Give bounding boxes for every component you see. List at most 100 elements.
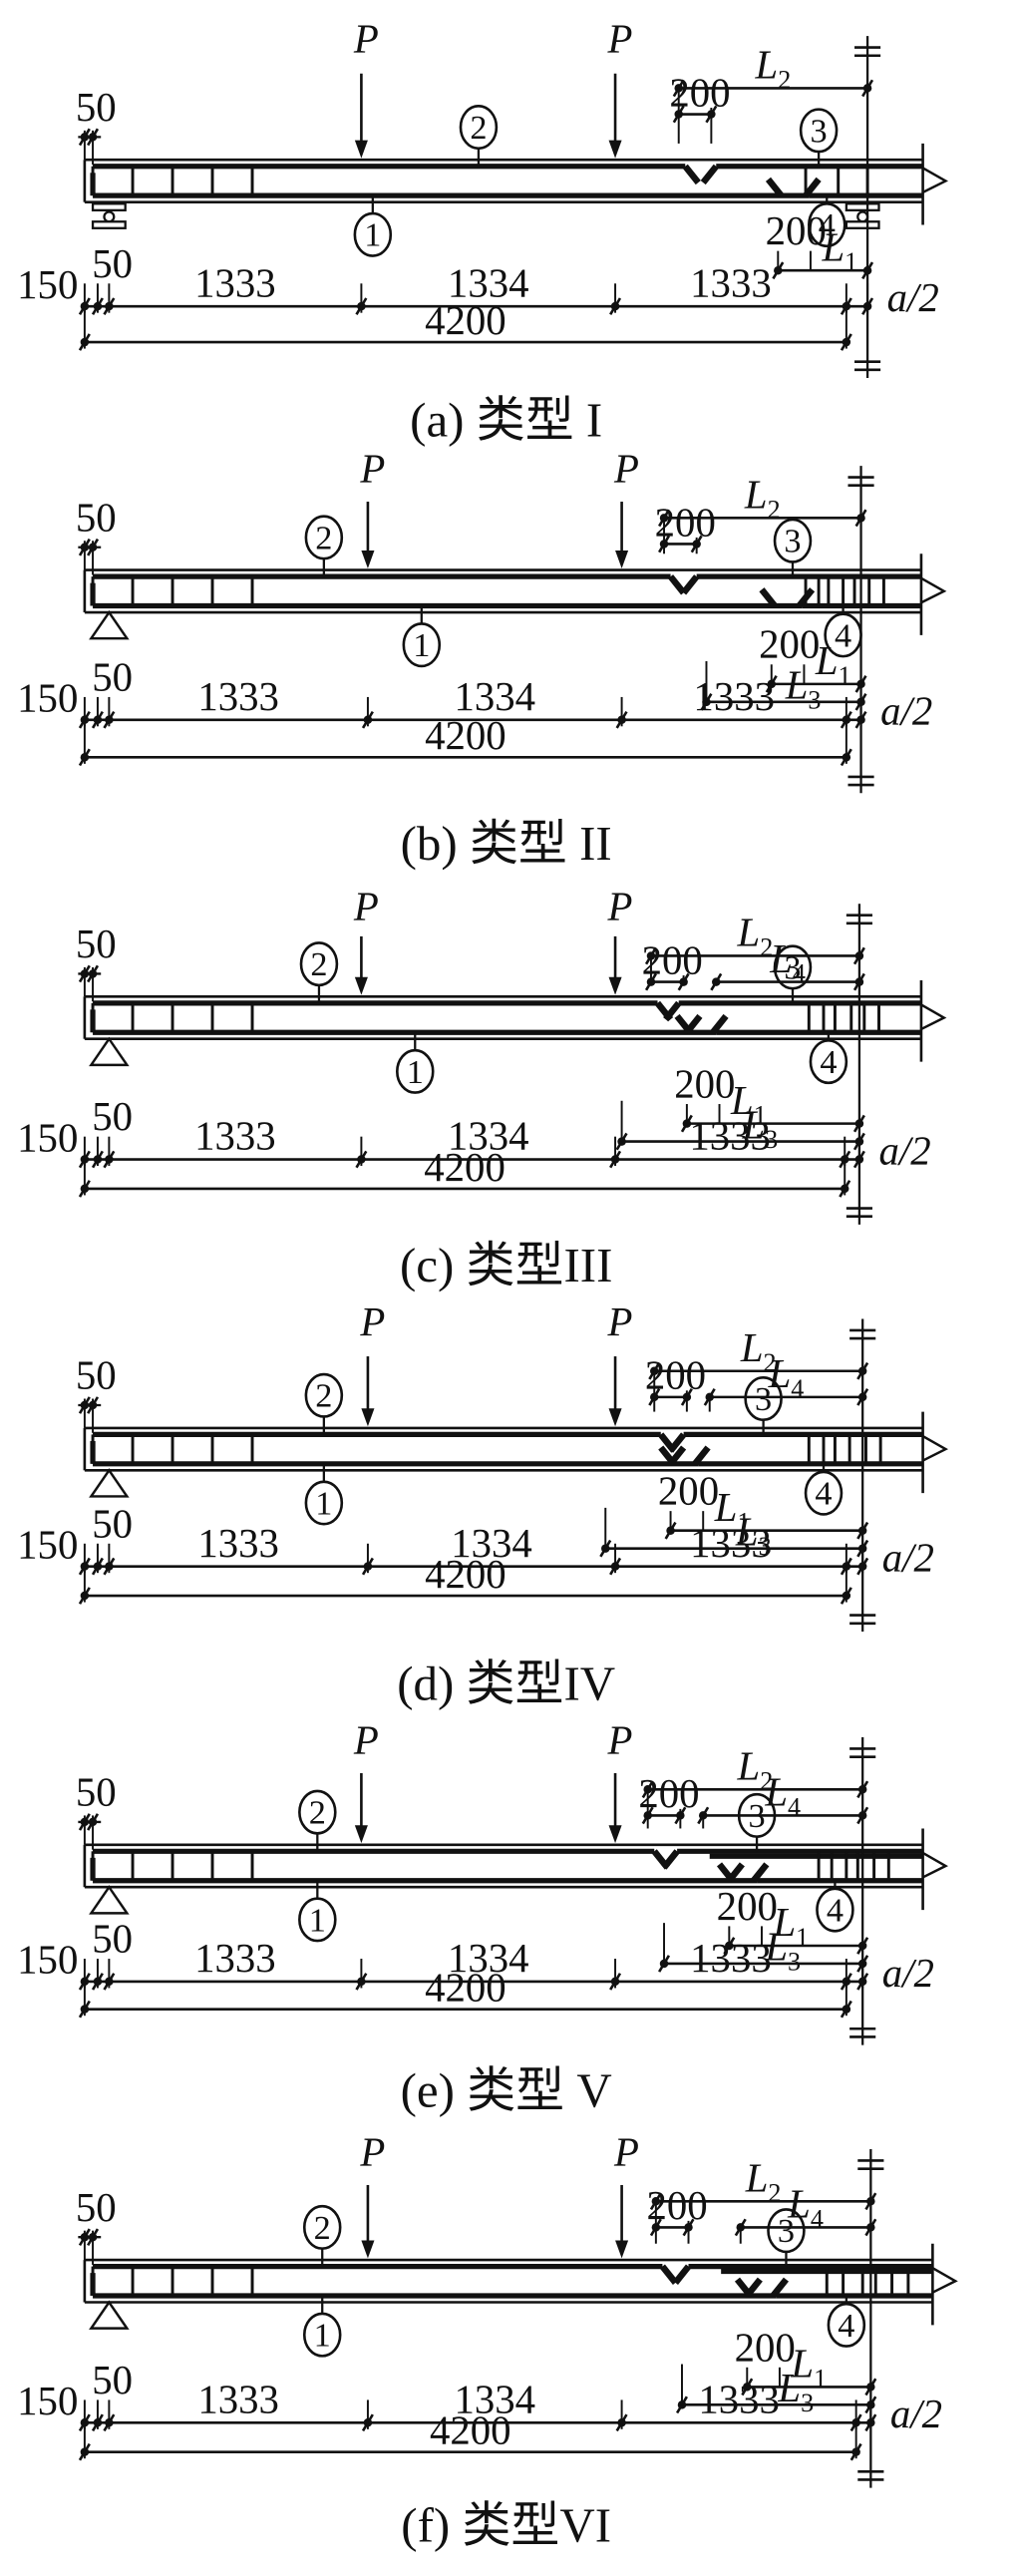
label-main: L bbox=[740, 1325, 764, 1370]
cover-dimension: 50 bbox=[76, 921, 117, 1002]
bar-hook bbox=[765, 177, 785, 198]
bar-hook bbox=[734, 2277, 754, 2299]
support-roller bbox=[103, 210, 116, 223]
rebar-mark-circle bbox=[304, 1372, 344, 1418]
rebar-mark-circle bbox=[353, 211, 393, 257]
support-pin-triangle bbox=[89, 1885, 130, 1915]
label-subscript: 2 bbox=[768, 2178, 781, 2207]
dim-1333-left: 1333 bbox=[194, 1114, 276, 1159]
support-base bbox=[91, 220, 127, 229]
load-label: P bbox=[359, 2129, 385, 2174]
label-L1: L1 bbox=[772, 1900, 809, 1952]
dim-150: 150 bbox=[17, 1938, 78, 1983]
load-label: P bbox=[353, 16, 379, 61]
rebar-mark-circle bbox=[767, 2208, 806, 2254]
rebar-mark-circle bbox=[304, 1480, 344, 1526]
support-plate bbox=[91, 202, 127, 211]
load-label: P bbox=[359, 1299, 385, 1344]
label-subscript: 3 bbox=[801, 2389, 814, 2417]
dim-1333-right: 1333 bbox=[690, 260, 772, 305]
rebar-mark-1: 1 bbox=[304, 1463, 344, 1526]
dim-4200: 4200 bbox=[425, 1552, 507, 1597]
label-main: L bbox=[815, 638, 839, 683]
dim-150: 150 bbox=[17, 676, 78, 721]
dimension-tick-slash bbox=[856, 1780, 869, 1799]
support-pin-triangle bbox=[89, 1036, 130, 1067]
rebar-mark-circle bbox=[396, 1048, 435, 1094]
bar-hook bbox=[672, 2264, 692, 2285]
stirrups bbox=[91, 1002, 880, 1033]
rebar-mark-circle bbox=[744, 1375, 783, 1422]
label-subscript: 4 bbox=[788, 1792, 801, 1821]
support-triangle bbox=[89, 1885, 130, 1915]
beam bbox=[83, 553, 947, 635]
load-arrow-2: P bbox=[606, 1299, 632, 1427]
dim-1333-right: 1333 bbox=[698, 2378, 780, 2422]
dim-a-half: a/2 bbox=[882, 1951, 934, 1996]
label-main: L bbox=[745, 2155, 769, 2200]
dim-200-top: 200 bbox=[638, 1771, 699, 1816]
bar-hook bbox=[674, 1013, 693, 1035]
load-arrow-2: P bbox=[613, 446, 639, 568]
dim-50-top: 50 bbox=[76, 1770, 117, 1815]
load-arrow-1: P bbox=[359, 2129, 385, 2259]
dim-50-top: 50 bbox=[76, 921, 117, 966]
dim-50-top: 50 bbox=[76, 1353, 117, 1398]
dimension-tick-slash bbox=[856, 1521, 869, 1540]
dim-1334: 1334 bbox=[448, 260, 529, 305]
label-L1: L1 bbox=[714, 1485, 751, 1537]
dim-50-lower: 50 bbox=[92, 1501, 133, 1546]
label-subscript: 1 bbox=[814, 2364, 827, 2392]
load-arrow-1: P bbox=[359, 1299, 385, 1427]
support-triangle bbox=[89, 2300, 130, 2330]
label-main: L bbox=[785, 663, 809, 708]
rebar-mark-number: 2 bbox=[314, 2209, 331, 2247]
dim-1333-right: 1333 bbox=[690, 1936, 772, 1981]
dim-50-top: 50 bbox=[76, 85, 117, 130]
rebar-mark-number: 3 bbox=[784, 948, 801, 986]
dim-1334: 1334 bbox=[454, 674, 535, 719]
break-zigzag bbox=[921, 1434, 949, 1462]
label-subscript: 1 bbox=[737, 1508, 750, 1537]
label-L2: L2 bbox=[737, 911, 774, 962]
load-arrow-2: P bbox=[613, 2129, 639, 2259]
dim-200-bottom: 200 bbox=[658, 1469, 719, 1514]
load-arrowhead bbox=[608, 140, 622, 159]
dimension-tick-slash bbox=[677, 972, 690, 991]
dim-1333-right: 1333 bbox=[690, 1521, 772, 1566]
rebar-mark-circle bbox=[799, 108, 839, 154]
bar-hook bbox=[658, 1445, 677, 1466]
cover-dimension: 50 bbox=[76, 85, 117, 166]
label-L4: L4 bbox=[768, 1351, 805, 1403]
rebar-mark-2: 2 bbox=[304, 515, 344, 577]
rebar-mark-circle bbox=[808, 201, 846, 248]
load-arrow-1: P bbox=[353, 885, 379, 995]
dim-4200: 4200 bbox=[424, 1145, 506, 1190]
label-subscript: 1 bbox=[796, 1923, 809, 1952]
label-main: L bbox=[772, 1900, 796, 1945]
dimension-tick-slash bbox=[856, 1806, 869, 1825]
dim-50-lower: 50 bbox=[92, 654, 133, 699]
dim-4200: 4200 bbox=[425, 713, 507, 758]
rebar-mark-circle bbox=[304, 515, 344, 560]
bar-hook bbox=[663, 1000, 682, 1022]
support-plate bbox=[845, 202, 880, 211]
dim-150: 150 bbox=[17, 1522, 78, 1567]
panel-caption: (a) 类型 I bbox=[410, 393, 602, 448]
label-L2: L2 bbox=[737, 1743, 774, 1795]
bar-hook bbox=[700, 164, 719, 185]
rebar-mark-number: 3 bbox=[778, 2212, 795, 2250]
label-L1: L1 bbox=[790, 2342, 827, 2393]
dim-a-half: a/2 bbox=[890, 2392, 942, 2436]
rebar-mark-1: 1 bbox=[353, 195, 393, 257]
support-roller-pedestal bbox=[91, 202, 880, 229]
load-arrow-1: P bbox=[359, 446, 385, 568]
cover-dimension: 50 bbox=[76, 1353, 117, 1433]
